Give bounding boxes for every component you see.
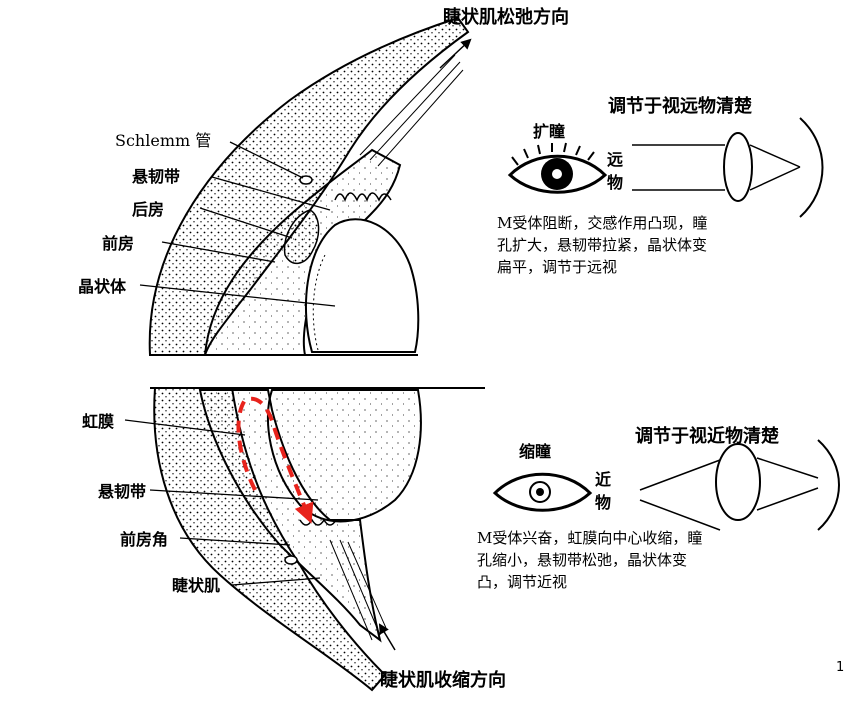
constricted-eye-icon	[495, 474, 590, 510]
near-desc-line-3: 凸，调节近视	[477, 572, 567, 592]
label-posterior-chamber: 后房	[132, 196, 164, 220]
far-pupil-state: 扩瞳	[533, 118, 565, 142]
top-direction-label: 睫状肌松弛方向	[443, 3, 569, 29]
near-desc-line-1: M受体兴奋，虹膜向中心收缩，瞳	[477, 528, 702, 548]
top-eye-section	[150, 18, 470, 355]
far-lens-icon	[724, 133, 752, 201]
near-lens-icon	[716, 444, 760, 520]
label-anterior-chamber-angle: 前房角	[120, 526, 168, 550]
far-desc-line-1: M受体阻断，交感作用凸现，瞳	[497, 213, 707, 233]
top-lens	[306, 219, 418, 352]
label-ciliary-muscle: 睫状肌	[172, 572, 220, 596]
label-lens: 晶状体	[78, 273, 126, 297]
far-retina-arc	[800, 118, 823, 217]
near-object-label-2: 物	[595, 489, 611, 513]
bottom-direction-label: 睫状肌收缩方向	[380, 666, 506, 692]
far-desc-line-3: 扁平，调节于远视	[497, 257, 617, 277]
near-desc-line-2: 孔缩小，悬韧带松弛，晶状体变	[477, 550, 687, 570]
far-panel-title: 调节于视远物清楚	[608, 92, 752, 118]
near-panel-title: 调节于视近物清楚	[635, 422, 779, 448]
label-anterior-chamber: 前房	[102, 230, 134, 254]
near-ray-top	[640, 460, 720, 490]
far-object-label-1: 远	[607, 146, 623, 170]
near-ray-bottom	[640, 500, 720, 530]
corner-mark: 1	[836, 660, 844, 675]
near-retina-arc	[818, 440, 839, 530]
far-object-label-2: 物	[607, 169, 623, 193]
far-desc-line-2: 孔扩大，悬韧带拉紧，晶状体变	[497, 235, 707, 255]
dilated-eye-icon	[510, 143, 605, 192]
bottom-contract-arrow	[380, 625, 395, 650]
label-top-suspensory-ligament: 悬韧带	[132, 163, 180, 187]
label-schlemm-canal: Schlemm 管	[115, 127, 211, 151]
near-object-label-1: 近	[595, 466, 611, 490]
bottom-schlemm-canal	[285, 556, 297, 564]
near-pupil-state: 缩瞳	[519, 438, 551, 462]
label-bottom-suspensory-ligament: 悬韧带	[98, 478, 146, 502]
label-iris: 虹膜	[82, 408, 114, 432]
